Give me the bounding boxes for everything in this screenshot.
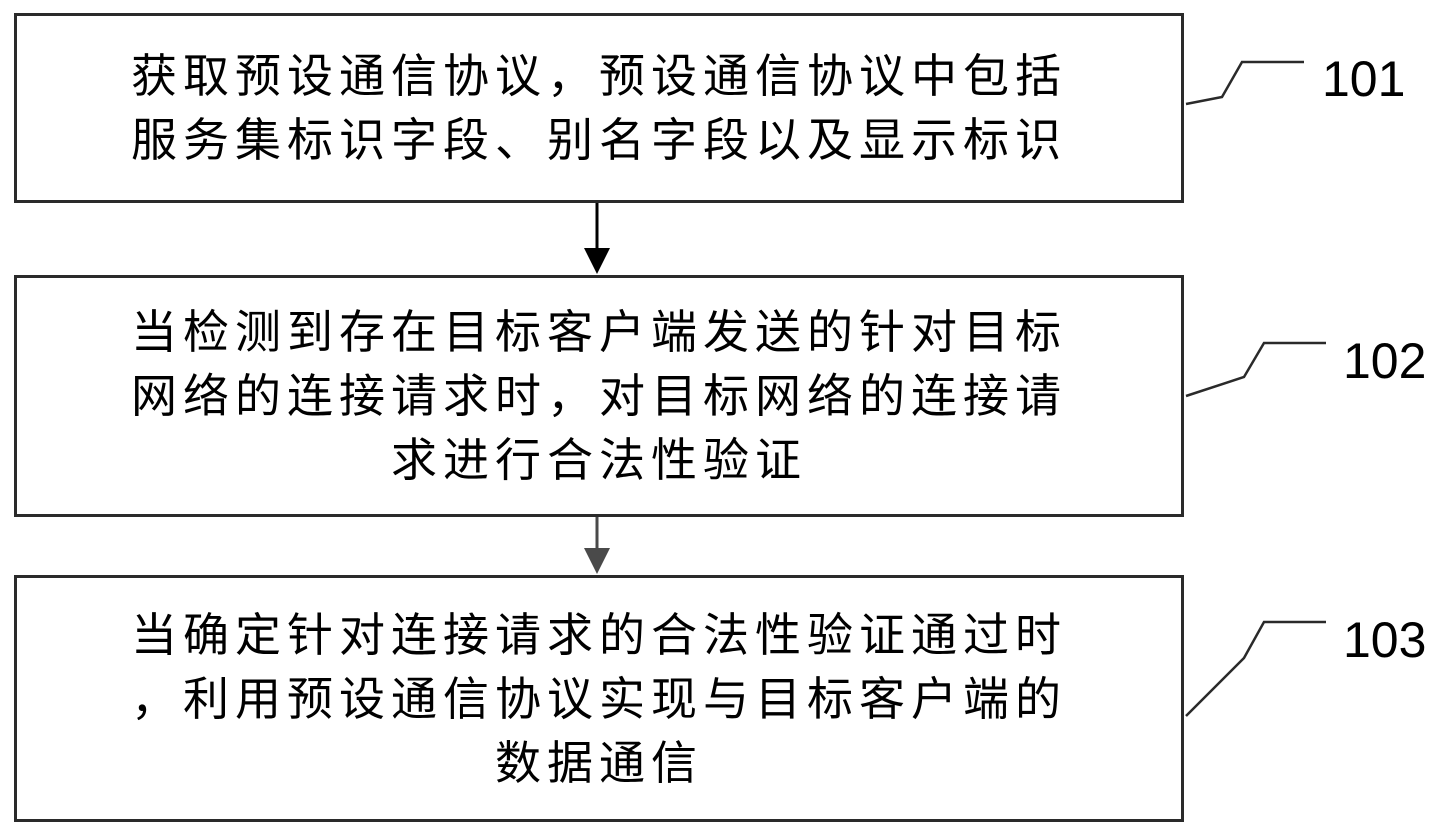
step-box-103: 当确定针对连接请求的合法性验证通过时 ，利用预设通信协议实现与目标客户端的 数据… (14, 575, 1184, 822)
step-label-102: 102 (1343, 333, 1427, 389)
arrow-102-to-103-head (584, 548, 610, 574)
step-103-text-line-1: 当确定针对连接请求的合法性验证通过时 (131, 607, 1067, 662)
step-103-text-line-3: 数据通信 (495, 735, 703, 790)
leader-line-102 (1185, 341, 1326, 398)
step-label-101: 101 (1322, 51, 1406, 107)
step-102-text-line-1: 当检测到存在目标客户端发送的针对目标 (131, 305, 1067, 359)
leader-line-101 (1185, 60, 1304, 106)
step-103-text-line-2: ，利用预设通信协议实现与目标客户端的 (131, 671, 1067, 726)
step-101-text-line-1: 获取预设通信协议，预设通信协议中包括 (131, 49, 1067, 103)
step-box-101: 获取预设通信协议，预设通信协议中包括 服务集标识字段、别名字段以及显示标识 (14, 13, 1184, 203)
step-label-103: 103 (1343, 612, 1427, 668)
step-102-text-line-2: 网络的连接请求时，对目标网络的连接请 (131, 369, 1067, 423)
arrow-101-to-102-head (584, 248, 610, 274)
leader-line-103 (1185, 620, 1326, 717)
step-box-102: 当检测到存在目标客户端发送的针对目标 网络的连接请求时，对目标网络的连接请 求进… (14, 275, 1184, 517)
arrow-101-to-102 (584, 203, 610, 274)
step-102-text-line-3: 求进行合法性验证 (391, 433, 807, 487)
step-101-text-line-2: 服务集标识字段、别名字段以及显示标识 (131, 113, 1067, 167)
arrow-102-to-103 (584, 517, 610, 574)
